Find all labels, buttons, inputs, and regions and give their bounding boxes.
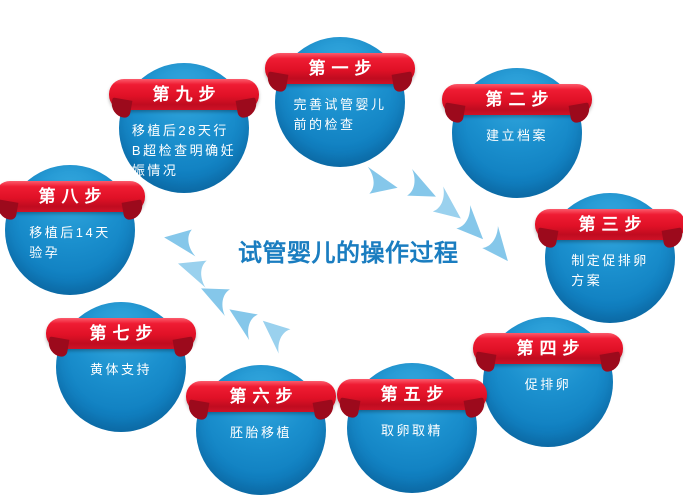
step-description: 胚胎移植 [229,425,292,440]
step-node-2: 第二步 建立档案 [442,68,592,198]
flow-arrow-icon [193,275,239,319]
step-node-3: 第三步 制定促排卵 方案 [535,193,683,323]
step-node-8: 第八步 移植后14天 验孕 [0,165,145,295]
flow-arrow-icon [475,224,520,271]
diagram-title: 试管婴儿的操作过程 [238,240,459,267]
step-description: 移植后28天行 B超检查明确妊 娠情况 [131,123,237,179]
step-node-4: 第四步 促排卵 [473,317,623,447]
step-badge: 第三步 [535,209,683,240]
step-description: 建立档案 [485,128,548,143]
step-badge: 第八步 [0,181,145,212]
step-description: 移植后14天 验孕 [29,225,111,261]
flow-arrow-icon [425,184,472,230]
flow-arrow-icon [398,166,444,210]
step-description: 促排卵 [524,377,572,392]
step-node-9: 第九步 移植后28天行 B超检查明确妊 娠情况 [109,63,259,193]
flow-arrow-icon [172,249,217,290]
step-badge: 第四步 [473,333,623,364]
step-badge: 第七步 [46,318,196,349]
step-badge: 第一步 [265,53,415,84]
step-description: 完善试管婴儿 前的检查 [293,97,387,133]
flow-arrow-icon [360,164,403,203]
flow-arrow-icon [160,223,201,260]
step-badge: 第九步 [109,79,259,110]
flow-arrow-icon [220,297,267,343]
step-description: 黄体支持 [89,362,152,377]
step-description: 制定促排卵 方案 [571,253,649,289]
step-node-6: 第六步 胚胎移植 [186,365,336,495]
step-description: 取卵取精 [380,423,443,438]
step-badge: 第六步 [186,381,336,412]
flow-arrow-icon [449,203,495,250]
step-badge: 第二步 [442,84,592,115]
flow-arrow-icon [252,310,299,357]
step-node-5: 第五步 取卵取精 [337,363,487,493]
step-node-1: 第一步 完善试管婴儿 前的检查 [265,37,415,167]
step-badge: 第五步 [337,379,487,410]
step-node-7: 第七步 黄体支持 [46,302,196,432]
